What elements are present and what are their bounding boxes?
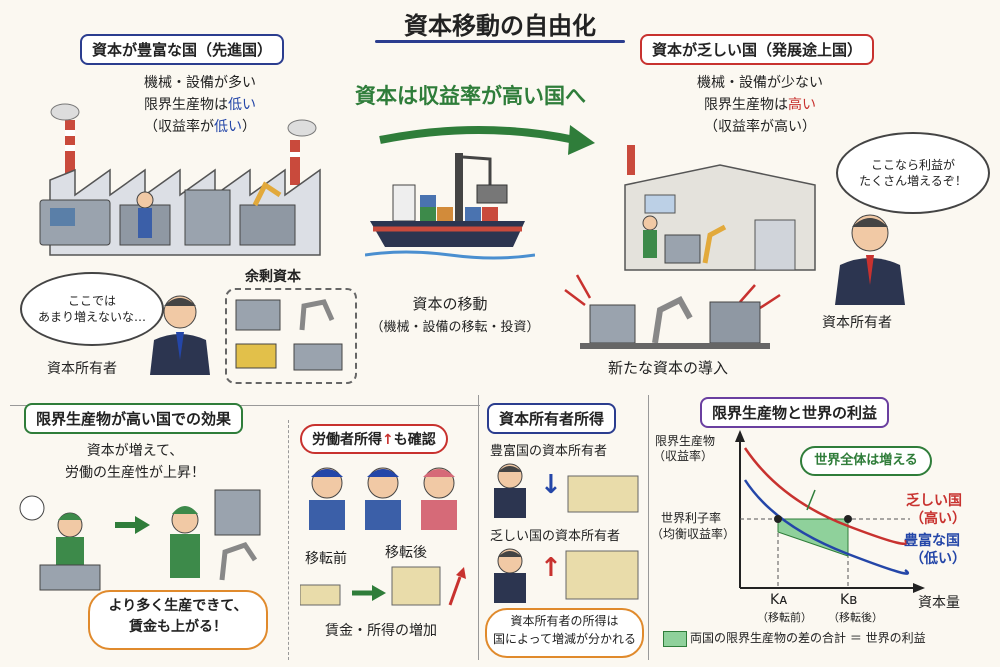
sub-divider [288,420,290,660]
rate-label-2: （均衡収益率） [651,527,736,541]
income-increase-label: 賃金・所得の増加 [325,623,437,639]
rich-country-header: 資本が豊富な国（先進国） [80,34,285,65]
poor-curve-label-1: 乏しい国 [906,493,962,509]
kb-label: Kʙ [840,592,858,608]
title-underline [375,40,625,43]
poor-mpk-label: 限界生産物は [704,97,788,113]
point-b [844,515,852,523]
effects-text-1: 資本が増えて、 [86,443,184,459]
before-label: 移転前 [305,551,347,567]
legend-swatch [663,631,687,647]
rich-mpk-text: 限界生産物は低い [95,94,305,114]
rich-return-text: （収益率が低い） [95,116,305,136]
rate-label-1: 世界利子率 [661,511,722,525]
rich-curve-label-1: 豊富な国 [904,533,960,549]
worker-income-suffix: も確認 [393,432,436,448]
after-label: 移転後 [385,545,427,561]
poor-return-text: （収益率が高い） [704,119,816,135]
chart-header: 限界生産物と世界の利益 [700,397,890,428]
rich-mpk-curve [743,479,910,575]
mpk-chart [735,430,925,593]
worker-income-label: 労働者所得 [312,432,382,448]
divider-1 [478,395,479,660]
poor-owner-thought-bubble: ここなら利益が たくさん増えるぞ！ [836,132,990,214]
worker-icon [136,191,154,238]
surplus-machines-box [225,288,357,384]
kb-sub-label: （移転後） [828,611,883,624]
rich-curve-label-2: （低い） [910,551,966,567]
world-gain-callout: 世界全体は増える [800,446,932,476]
effects-header: 限界生産物が高い国での効果 [24,403,244,434]
poor-curve-label-2: （高い） [910,511,966,527]
rich-owner-income-icon [494,463,639,518]
capital-flow-arrow [379,125,595,155]
rich-mpk-low: 低い [228,97,256,113]
cargo-ship-icon [365,153,535,260]
poor-machines-text: 機械・設備が少ない [697,75,823,91]
effects-text-2: 労働の生産性が上昇！ [65,465,205,481]
productivity-workers-icon [19,489,261,591]
money-compare-icon [300,566,466,606]
poor-country-header: 資本が乏しい国（発展途上国） [640,34,875,65]
ka-sub-label: （移転前） [757,611,812,624]
chart-ylabel-2: （収益率） [653,449,714,463]
poor-mpk-high: 高い [788,97,816,113]
chart-ylabel-1: 限界生産物 [655,434,716,448]
surplus-capital-label: 余剰資本 [245,269,301,285]
rich-return-label: （収益率が [144,119,214,135]
rich-owner-income-label: 豊富国の資本所有者 [490,444,608,459]
poor-factory-illustration [624,145,816,271]
owner-income-note: 資本所有者の所得は 国によって増減が分かれる [485,608,644,658]
page-title: 資本移動の自由化 [404,12,596,40]
new-capital-label: 新たな資本の導入 [608,359,729,377]
owner-income-header: 資本所有者所得 [487,403,617,434]
worker-income-up-arrow: ↑ [382,432,394,448]
poor-mpk-text: 限界生産物は高い [655,94,865,114]
rich-owner-label: 資本所有者 [47,361,117,377]
x-axis-label: 資本量 [918,595,960,611]
new-capital-machines-icon [564,274,781,349]
capital-transfer-label: 資本の移動 [412,295,488,313]
rich-owner-down-arrow: ↓ [540,470,562,500]
poor-owner-label: 資本所有者 [822,315,892,331]
rich-owner-icon [150,295,210,375]
divider-2 [648,395,649,660]
poor-owner-icon [835,214,905,305]
capital-flow-label: 資本は収益率が高い国へ [355,84,586,108]
rich-machines-text: 機械・設備が多い [144,75,256,91]
poor-owner-income-label: 乏しい国の資本所有者 [490,529,621,544]
poor-mpk-curve [743,447,908,546]
chart-legend: 両国の限界生産物の差の合計 ＝ 世界の利益 [690,631,926,645]
point-a [774,515,782,523]
bottom-divider [10,405,480,406]
ka-label: Kᴀ [770,592,788,608]
rich-factory-illustration [39,103,321,256]
poor-owner-up-arrow: ↑ [540,553,562,583]
wage-rise-bubble: より多く生産できて、 賃金も上がる！ [88,590,268,650]
rich-return-low: 低い [214,119,242,135]
rich-return-close: ） [242,119,256,135]
worker-income-box: 労働者所得↑も確認 [300,424,448,454]
rich-mpk-label: 限界生産物は [144,97,228,113]
poor-owner-income-icon [494,548,639,603]
capital-transfer-sub: （機械・設備の移転・投資） [370,320,540,335]
workers-group-icon [309,467,457,530]
surplus-machines-icon [235,299,343,371]
rich-owner-thought-bubble: ここでは あまり増えないな… [20,272,164,346]
